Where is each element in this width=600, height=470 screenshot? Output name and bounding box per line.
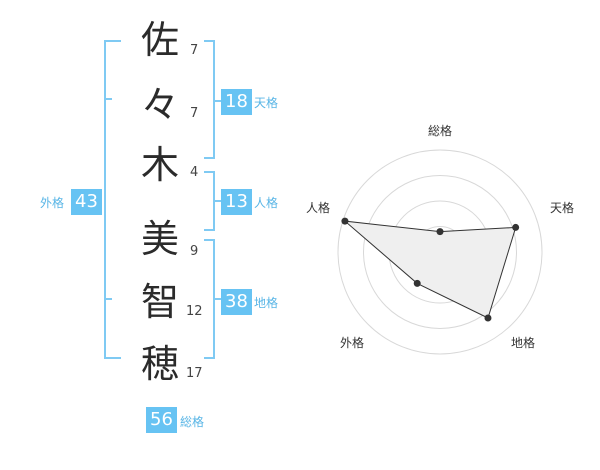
- name-char-4: 美: [140, 217, 179, 261]
- stroke-count-3: 4: [190, 165, 199, 180]
- stroke-count-2: 7: [190, 106, 199, 121]
- chikaku-label: 地格: [254, 296, 279, 310]
- radar-label-gaikaku: 外格: [340, 335, 364, 350]
- soukaku-label: 総格: [180, 415, 205, 429]
- radar-label-soukaku: 総格: [428, 123, 452, 138]
- chikaku-value-box: 38: [221, 289, 252, 315]
- tenkaku-label: 天格: [254, 96, 279, 110]
- radar-label-chikaku: 地格: [511, 335, 535, 350]
- jinkaku-label: 人格: [254, 196, 279, 210]
- stroke-count-4: 9: [190, 244, 199, 259]
- name-char-5: 智: [140, 280, 179, 324]
- name-char-2: 々: [140, 83, 179, 127]
- name-char-1: 佐: [140, 18, 179, 62]
- tenkaku-value-box: 18: [221, 89, 252, 115]
- gaikaku-value-box: 43: [71, 189, 102, 215]
- radar-point-3: [484, 314, 492, 322]
- radar-label-jinkaku: 人格: [306, 200, 330, 215]
- radar-point-1: [436, 228, 444, 236]
- stroke-count-1: 7: [190, 43, 199, 58]
- radar-points: [341, 217, 520, 322]
- radar-grid-ring-3: [363, 175, 517, 329]
- radar-point-4: [413, 279, 421, 287]
- radar-point-2: [512, 223, 520, 231]
- radar-point-5: [341, 217, 349, 225]
- soukaku-value-box: 56: [146, 407, 177, 433]
- gaikaku-label: 外格: [40, 196, 65, 210]
- radar-data-polygon: [343, 220, 517, 319]
- stroke-count-5: 12: [186, 304, 203, 319]
- jinkaku-value-box: 13: [221, 189, 252, 215]
- radar-grid-ring-4: [337, 149, 543, 355]
- name-char-6: 穂: [140, 342, 179, 386]
- name-char-3: 木: [140, 143, 179, 187]
- radar-label-tenkaku: 天格: [550, 200, 574, 215]
- stroke-count-6: 17: [186, 366, 203, 381]
